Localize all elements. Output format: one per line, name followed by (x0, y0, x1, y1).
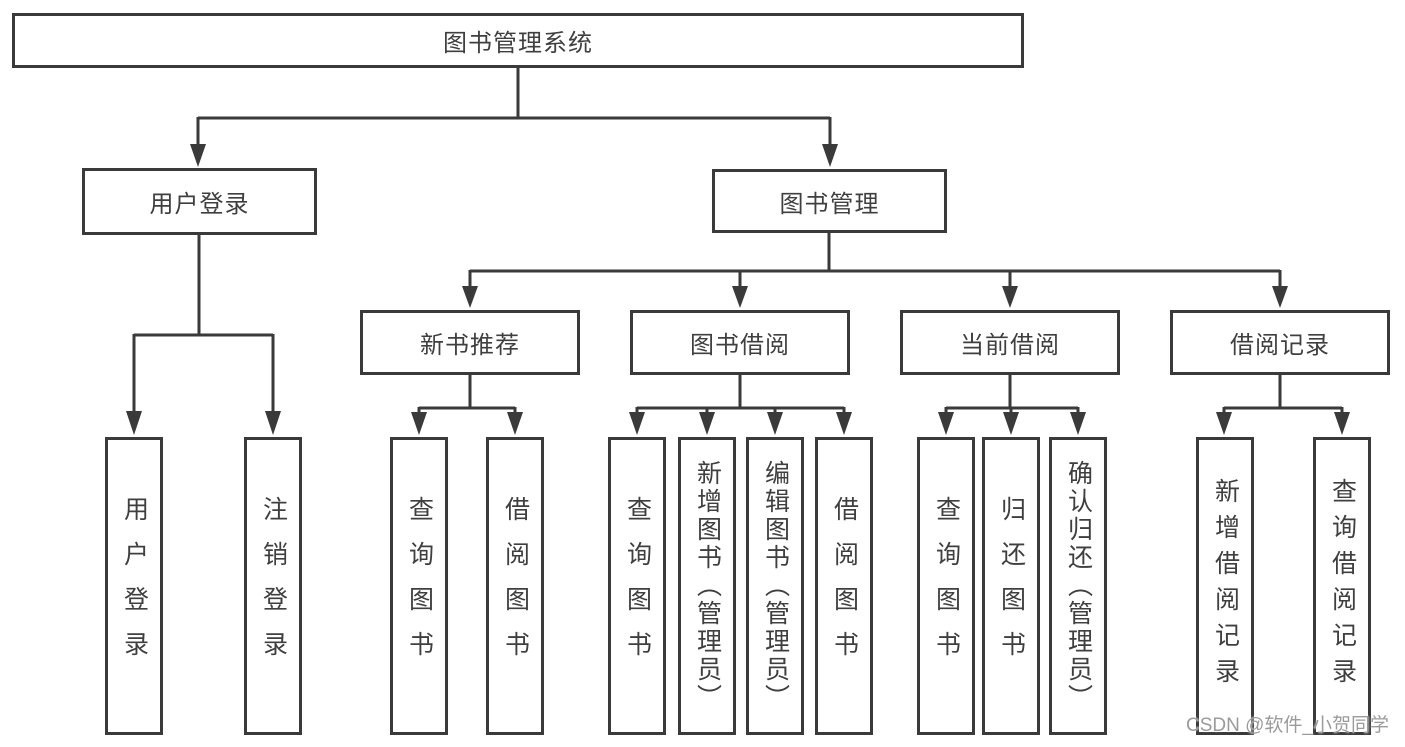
node-leaf-query-books-3: 查询图书 (917, 437, 975, 735)
arrowhead-edit-books (767, 412, 783, 435)
node-leaf-return-books-label: 归还图书 (997, 496, 1026, 676)
arrowhead-login (126, 411, 142, 435)
node-leaf-login: 用户登录 (105, 437, 163, 735)
node-new-book-recommend-label: 新书推荐 (420, 332, 520, 359)
node-root-label: 图书管理系统 (443, 30, 593, 57)
node-leaf-query-books-2: 查询图书 (608, 437, 666, 735)
node-leaf-add-books-label: 新增图书（管理员） (693, 460, 722, 712)
arrowhead-user-login (190, 144, 206, 167)
node-book-borrow: 图书借阅 (630, 310, 850, 375)
arrowhead-query-books-1 (411, 412, 427, 435)
node-leaf-confirm-return: 确认归还（管理员） (1049, 437, 1107, 735)
node-book-management: 图书管理 (712, 169, 947, 233)
arrowhead-add-books (699, 412, 715, 435)
arrowhead-current-borrow (1002, 286, 1018, 308)
node-borrow-record: 借阅记录 (1170, 310, 1390, 375)
connector-user-login-children (126, 235, 281, 435)
node-new-book-recommend: 新书推荐 (360, 310, 580, 375)
arrowhead-return-books (1003, 412, 1019, 435)
arrowhead-borrow-books-2 (836, 412, 852, 435)
node-leaf-query-books-1-label: 查询图书 (405, 496, 434, 676)
node-leaf-query-record-label: 查询借阅记录 (1328, 478, 1357, 694)
node-leaf-logout-label: 注销登录 (259, 496, 288, 676)
connector-book-management-to-level3 (462, 233, 1288, 308)
node-leaf-query-books-1: 查询图书 (390, 437, 448, 735)
connector-borrow-record-children (1216, 375, 1350, 435)
node-user-login-label: 用户登录 (149, 191, 250, 218)
node-leaf-add-record: 新增借阅记录 (1196, 437, 1254, 735)
arrowhead-book-management (822, 144, 838, 167)
connector-new-book-recommend-children (411, 375, 523, 435)
node-book-borrow-label: 图书借阅 (690, 332, 790, 359)
node-user-login: 用户登录 (82, 168, 317, 235)
node-leaf-query-books-3-label: 查询图书 (932, 496, 961, 676)
node-leaf-borrow-books-2-label: 借阅图书 (830, 496, 859, 676)
arrowhead-query-books-3 (938, 412, 954, 435)
arrowhead-book-borrow (732, 286, 748, 308)
node-leaf-login-label: 用户登录 (120, 496, 149, 676)
node-leaf-borrow-books-1-label: 借阅图书 (501, 496, 530, 676)
arrowhead-new-book-recommend (462, 286, 478, 308)
node-leaf-return-books: 归还图书 (982, 437, 1040, 735)
connector-root-to-level2 (190, 68, 838, 167)
node-current-borrow: 当前借阅 (900, 310, 1120, 375)
connector-current-borrow-children (938, 375, 1086, 435)
node-leaf-add-books: 新增图书（管理员） (678, 437, 736, 735)
arrowhead-borrow-books-1 (507, 412, 523, 435)
connector-book-borrow-children (629, 375, 852, 435)
node-current-borrow-label: 当前借阅 (960, 332, 1060, 359)
node-leaf-add-record-label: 新增借阅记录 (1211, 478, 1240, 694)
arrowhead-borrow-record (1272, 286, 1288, 308)
node-leaf-logout: 注销登录 (244, 437, 302, 735)
arrowhead-query-books-2 (629, 412, 645, 435)
arrowhead-query-record (1334, 412, 1350, 435)
node-borrow-record-label: 借阅记录 (1230, 332, 1330, 359)
node-leaf-confirm-return-label: 确认归还（管理员） (1064, 460, 1093, 712)
node-leaf-edit-books-label: 编辑图书（管理员） (761, 460, 790, 712)
arrowhead-add-record (1216, 412, 1232, 435)
arrowhead-confirm-return (1070, 412, 1086, 435)
node-leaf-edit-books: 编辑图书（管理员） (746, 437, 804, 735)
node-leaf-borrow-books-1: 借阅图书 (486, 437, 544, 735)
node-leaf-query-books-2-label: 查询图书 (623, 496, 652, 676)
node-leaf-borrow-books-2: 借阅图书 (815, 437, 873, 735)
arrowhead-logout (265, 411, 281, 435)
node-book-management-label: 图书管理 (779, 190, 880, 218)
csdn-watermark: CSDN @软件_小贺同学 (1186, 715, 1389, 736)
node-leaf-query-record: 查询借阅记录 (1313, 437, 1371, 735)
node-root: 图书管理系统 (12, 13, 1024, 68)
